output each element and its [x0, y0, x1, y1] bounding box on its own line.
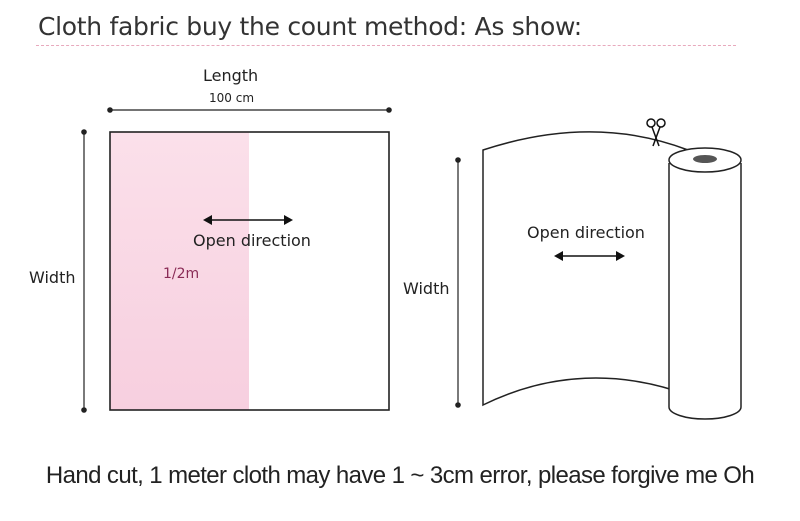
- fabric-roll: [668, 147, 742, 420]
- length-dimension-line: [107, 107, 392, 113]
- length-label: Length: [203, 66, 259, 85]
- footer-note: Hand cut, 1 meter cloth may have 1 ~ 3cm…: [45, 462, 755, 489]
- double-arrow-icon: [554, 251, 625, 261]
- header-divider: [36, 45, 736, 46]
- left-fabric-diagram: [81, 107, 392, 413]
- open-direction-label-right: Open direction: [527, 223, 645, 242]
- width-dimension-line-right: [455, 157, 461, 408]
- width-label: Width: [29, 268, 76, 287]
- width-dimension-line: [81, 129, 87, 413]
- half-meter-label: 1/2m: [163, 266, 200, 282]
- double-arrow-icon: [203, 215, 293, 225]
- unrolled-fabric-sheet: [482, 131, 689, 407]
- right-fabric-roll-diagram: [455, 118, 742, 420]
- page-title: Cloth fabric buy the count method: As sh…: [38, 12, 582, 41]
- scissors-icon: [646, 118, 666, 147]
- length-value: 100 cm: [209, 91, 255, 105]
- open-direction-label: Open direction: [193, 231, 311, 250]
- half-meter-highlight: [110, 132, 249, 410]
- width-label-right: Width: [403, 279, 450, 298]
- fabric-rectangle: [109, 131, 390, 411]
